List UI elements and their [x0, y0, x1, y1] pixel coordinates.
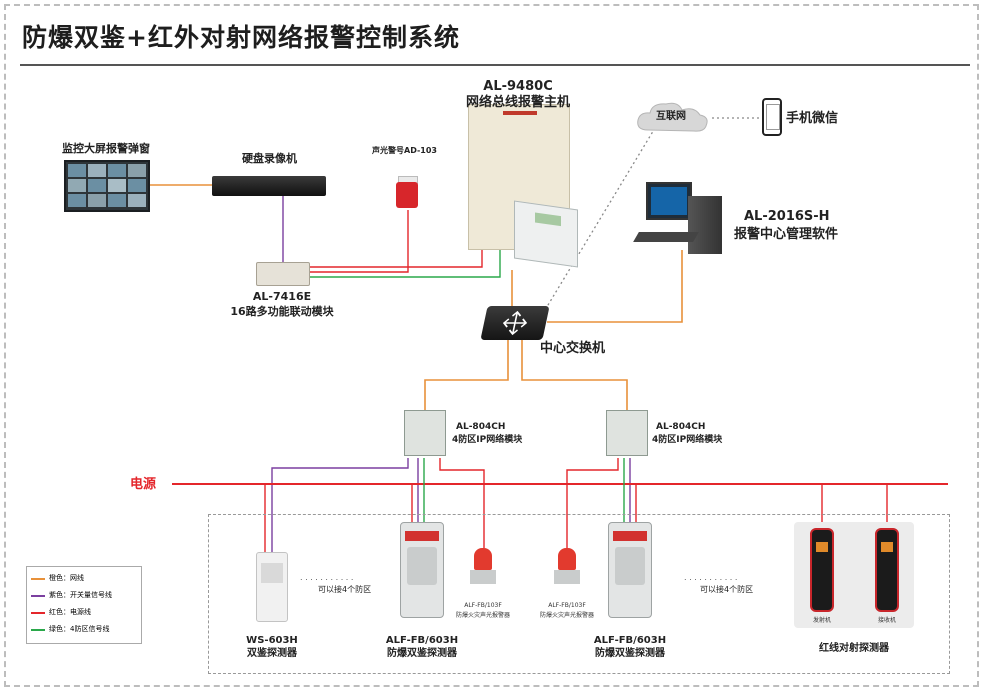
- dashed-frame: [4, 4, 979, 687]
- pc-tower-icon: [688, 196, 722, 254]
- beacon-left-model-label: ALF-FB/103F: [464, 602, 502, 609]
- software-model-label: AL-2016S-H: [744, 209, 830, 224]
- beacon-left: [470, 548, 496, 586]
- wire-linkage-siren: [309, 210, 409, 273]
- nvr-label: 硬盘录像机: [242, 152, 297, 165]
- alf-left-model-label: ALF-FB/603H: [385, 635, 459, 646]
- legend-item-label: 紫色：开关量信号线: [49, 591, 112, 599]
- legend-swatch: [31, 577, 45, 580]
- phone-label: 手机微信: [786, 111, 839, 126]
- siren-device: [396, 176, 418, 210]
- module-left-name-label: 4防区IP网络模块: [452, 435, 523, 445]
- legend-item-label: 绿色：4防区信号线: [49, 625, 110, 633]
- monitor-grid-icon: [68, 164, 146, 207]
- module-right-name-label: 4防区IP网络模块: [652, 435, 723, 445]
- nvr-box: [212, 176, 326, 196]
- legend-swatch: [31, 611, 45, 614]
- wire-internet-switch: [544, 127, 656, 311]
- ir-receiver: [875, 528, 899, 612]
- wire-switch-softwarepc: [547, 250, 683, 323]
- module-left-model-label: AL-804CH: [456, 422, 506, 432]
- legend-item-label: 红色：电源线: [49, 608, 91, 616]
- detector-zone: [208, 514, 950, 674]
- legend-item-label: 橙色：网线: [49, 574, 84, 582]
- host-name-label: 网络总线报警主机: [465, 95, 571, 110]
- network-module-left: [404, 410, 446, 456]
- cloud-icon: [637, 102, 708, 132]
- zone-note-right-dots: . . . . . . . . . . .: [684, 573, 738, 582]
- alf-detector-left: [400, 522, 444, 618]
- module-right-model-label: AL-804CH: [656, 422, 706, 432]
- ir-transmitter: [810, 528, 834, 612]
- legend-item-power: 红色：电源线: [31, 604, 137, 621]
- switch-device: [480, 306, 550, 340]
- power-label: 电源: [130, 477, 157, 492]
- ws-model-label: WS-603H: [246, 635, 298, 646]
- host-keypad: [514, 200, 578, 268]
- legend-swatch: [31, 628, 45, 631]
- software-name-label: 报警中心管理软件: [734, 227, 839, 242]
- network-module-right: [606, 410, 648, 456]
- siren-label: 声光警号AD-103: [372, 146, 437, 155]
- page-title: 防爆双鉴+红外对射网络报警控制系统: [22, 23, 460, 52]
- pc-monitor-icon: [646, 182, 692, 220]
- zone-note-left: 可以接4个防区: [318, 585, 372, 594]
- phone-icon: [762, 98, 782, 136]
- zone-note-right: 可以接4个防区: [700, 585, 754, 594]
- linkage-name-label: 16路多功能联动模块: [230, 305, 334, 318]
- switch-label: 中心交换机: [540, 341, 606, 356]
- zone-note-left-dots: . . . . . . . . . . .: [300, 573, 354, 582]
- ir-name-label: 红线对射探测器: [819, 643, 889, 654]
- ir-tx-label: 发射机: [812, 617, 832, 624]
- alf-right-name-label: 防爆双鉴探测器: [595, 648, 665, 659]
- pc-keyboard-icon: [633, 232, 699, 242]
- linkage-model-label: AL-7416E: [252, 290, 312, 303]
- legend-item-zone: 绿色：4防区信号线: [31, 621, 137, 638]
- wire-moduleL-ws: [271, 458, 409, 552]
- wire-linkage-host-red: [309, 248, 483, 268]
- ws-name-label: 双鉴探测器: [247, 648, 297, 659]
- legend-item-network: 橙色：网线: [31, 570, 137, 587]
- alf-left-name-label: 防爆双鉴探测器: [387, 648, 457, 659]
- video-wall-label: 监控大屏报警弹窗: [62, 142, 150, 155]
- linkage-module: [256, 262, 310, 286]
- title-rule: [20, 64, 970, 66]
- alf-right-model-label: ALF-FB/603H: [593, 635, 667, 646]
- wire-switch-module-right: [521, 338, 628, 410]
- internet-label: 互联网: [656, 111, 686, 122]
- alf-detector-right: [608, 522, 652, 618]
- ws-detector: [256, 552, 288, 622]
- wire-linkage-host-green: [309, 248, 501, 278]
- beacon-left-name-label: 防爆火灾声光报警器: [455, 612, 511, 619]
- beacon-right: [554, 548, 580, 586]
- legend-swatch: [31, 594, 45, 597]
- wire-power-beaconL: [439, 458, 485, 548]
- ir-rx-label: 接收机: [877, 617, 897, 624]
- wire-power-beaconR: [566, 458, 619, 548]
- wire-switch-module-left: [424, 338, 509, 410]
- host-model-label: AL-9480C: [483, 79, 553, 94]
- beacon-right-model-label: ALF-FB/103F: [548, 602, 586, 609]
- beacon-right-name-label: 防爆火灾声光报警器: [539, 612, 595, 619]
- video-wall: [64, 160, 150, 212]
- legend-item-signal: 紫色：开关量信号线: [31, 587, 137, 604]
- legend: 橙色：网线 紫色：开关量信号线 红色：电源线 绿色：4防区信号线: [26, 566, 142, 644]
- switch-arrows-icon: [502, 310, 528, 336]
